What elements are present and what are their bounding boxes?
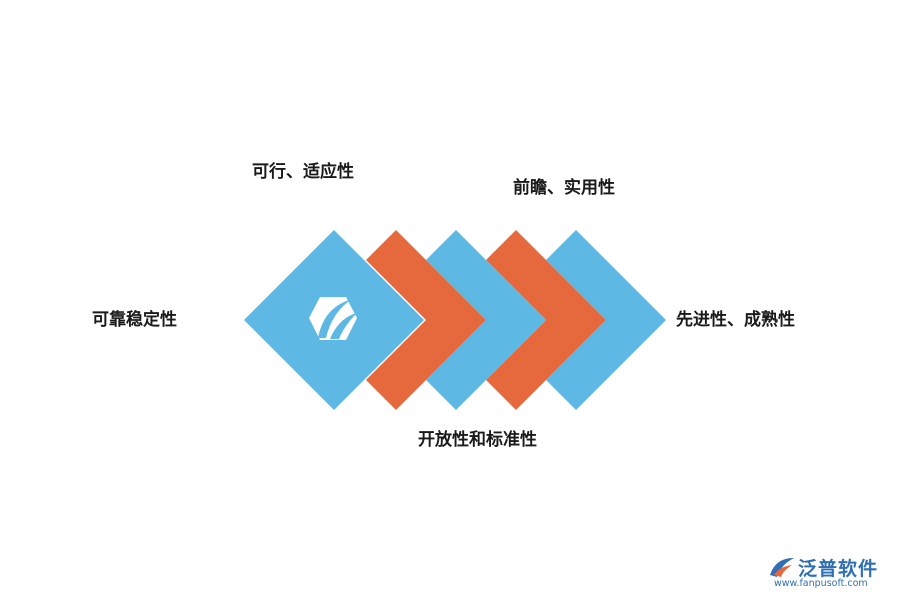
brand-name: 泛普软件 bbox=[798, 558, 879, 580]
chevron-orange-1 bbox=[366, 230, 486, 410]
hexagon-leaf-logo-icon bbox=[309, 297, 357, 340]
watermark: 泛普软件 www.fanpusoft.com bbox=[768, 554, 893, 594]
label-openness: 开放性和标准性 bbox=[418, 430, 537, 450]
label-advanced-maturity: 先进性、成熟性 bbox=[676, 310, 795, 330]
brand-url: www.fanpusoft.com bbox=[774, 578, 868, 589]
fanpu-logo-icon bbox=[770, 558, 794, 577]
label-feasibility: 可行、适应性 bbox=[252, 162, 354, 182]
label-forward-looking: 前瞻、实用性 bbox=[513, 178, 615, 198]
label-reliability: 可靠稳定性 bbox=[92, 310, 177, 330]
